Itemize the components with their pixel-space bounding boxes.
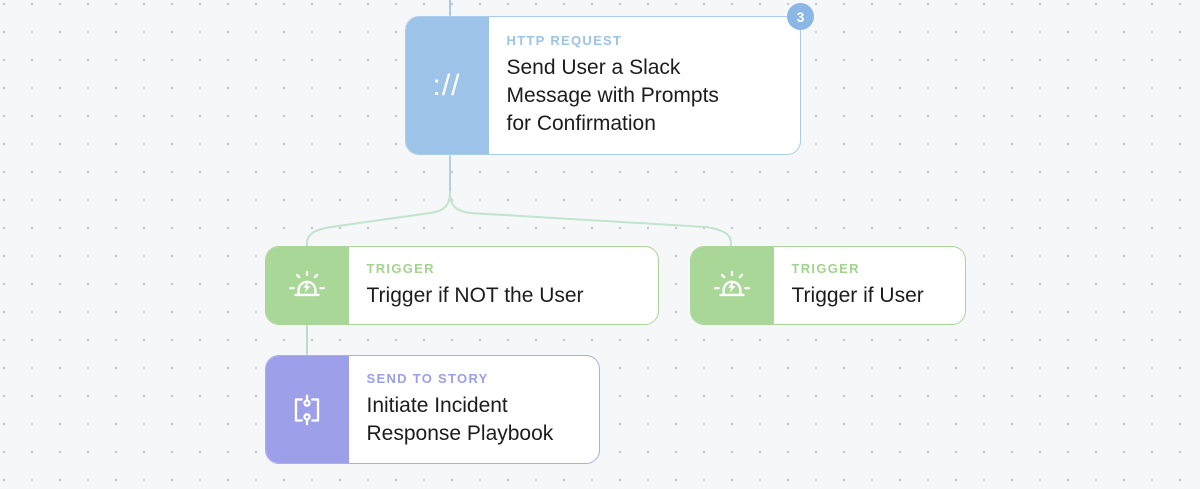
fork-left-connector [306, 191, 451, 247]
send-to-story-icon [266, 356, 349, 463]
node-title: Send User a Slack Message with Prompts f… [506, 56, 719, 135]
send-to-story-icon-glyph [294, 394, 319, 425]
node-type-label: TRIGGER [366, 261, 435, 276]
http-request-icon-glyph: :// [432, 68, 461, 102]
node-content: HTTP REQUEST Send User a Slack Message w… [489, 17, 801, 154]
node-count-badge[interactable]: 3 [787, 3, 814, 30]
siren-icon-glyph [713, 270, 750, 296]
node-title: Initiate Incident Response Playbook [366, 394, 554, 445]
node-title: Trigger if User [791, 284, 924, 307]
node-type-label: TRIGGER [791, 261, 860, 276]
siren-icon [691, 247, 774, 324]
node-http-request[interactable]: :// HTTP REQUEST Send User a Slack Messa… [405, 16, 801, 155]
node-content: TRIGGER Trigger if User [774, 247, 966, 324]
node-title: Trigger if NOT the User [366, 284, 584, 307]
node-trigger-not-user[interactable]: TRIGGER Trigger if NOT the User [265, 246, 659, 325]
node-type-label: HTTP REQUEST [506, 33, 623, 48]
siren-icon [266, 247, 349, 324]
http-request-icon: :// [406, 17, 489, 154]
siren-icon-glyph [288, 270, 325, 296]
node-trigger-user[interactable]: TRIGGER Trigger if User [690, 246, 966, 325]
node-content: SEND TO STORY Initiate Incident Response… [349, 356, 600, 463]
node-send-to-story[interactable]: SEND TO STORY Initiate Incident Response… [265, 355, 600, 464]
node-content: TRIGGER Trigger if NOT the User [349, 247, 659, 324]
fork-right-connector [449, 191, 732, 247]
node-type-label: SEND TO STORY [366, 371, 489, 386]
